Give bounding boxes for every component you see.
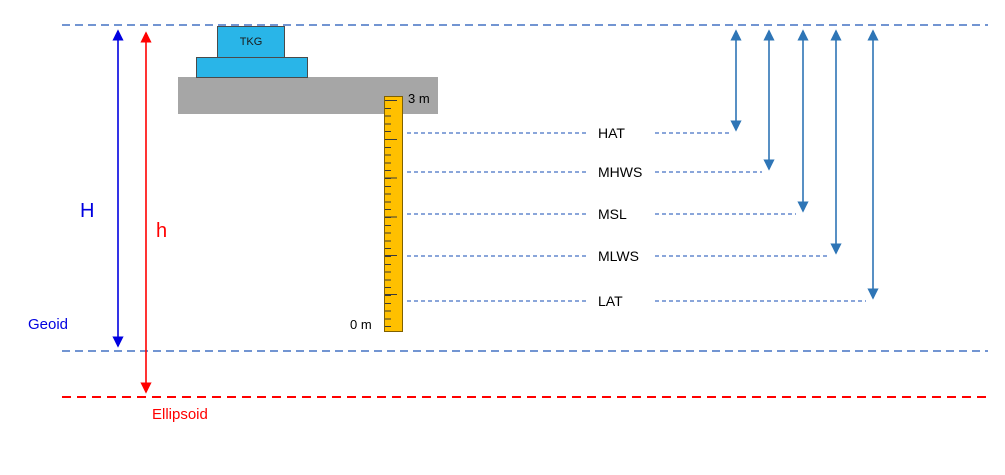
tide-gauge-label: TKG xyxy=(239,36,263,48)
level-label-mhws: MHWS xyxy=(598,164,643,180)
level-label-lat: LAT xyxy=(598,293,623,309)
level-label-msl: MSL xyxy=(598,206,627,222)
tide-staff xyxy=(384,96,403,332)
ellipsoidal-height-label: h xyxy=(156,220,168,242)
level-label-mlws: MLWS xyxy=(598,248,639,264)
staff-bottom-mark: 0 m xyxy=(350,317,372,332)
staff-ticks-major xyxy=(385,100,397,329)
geoid-label: Geoid xyxy=(28,316,69,333)
ellipsoid-label: Ellipsoid xyxy=(152,406,208,423)
level-label-hat: HAT xyxy=(598,125,625,141)
staff-top-mark: 3 m xyxy=(408,91,430,106)
tide-gauge-base xyxy=(196,57,308,78)
tide-gauge-box: TKG xyxy=(217,26,285,58)
orthometric-height-label: H xyxy=(80,200,95,222)
